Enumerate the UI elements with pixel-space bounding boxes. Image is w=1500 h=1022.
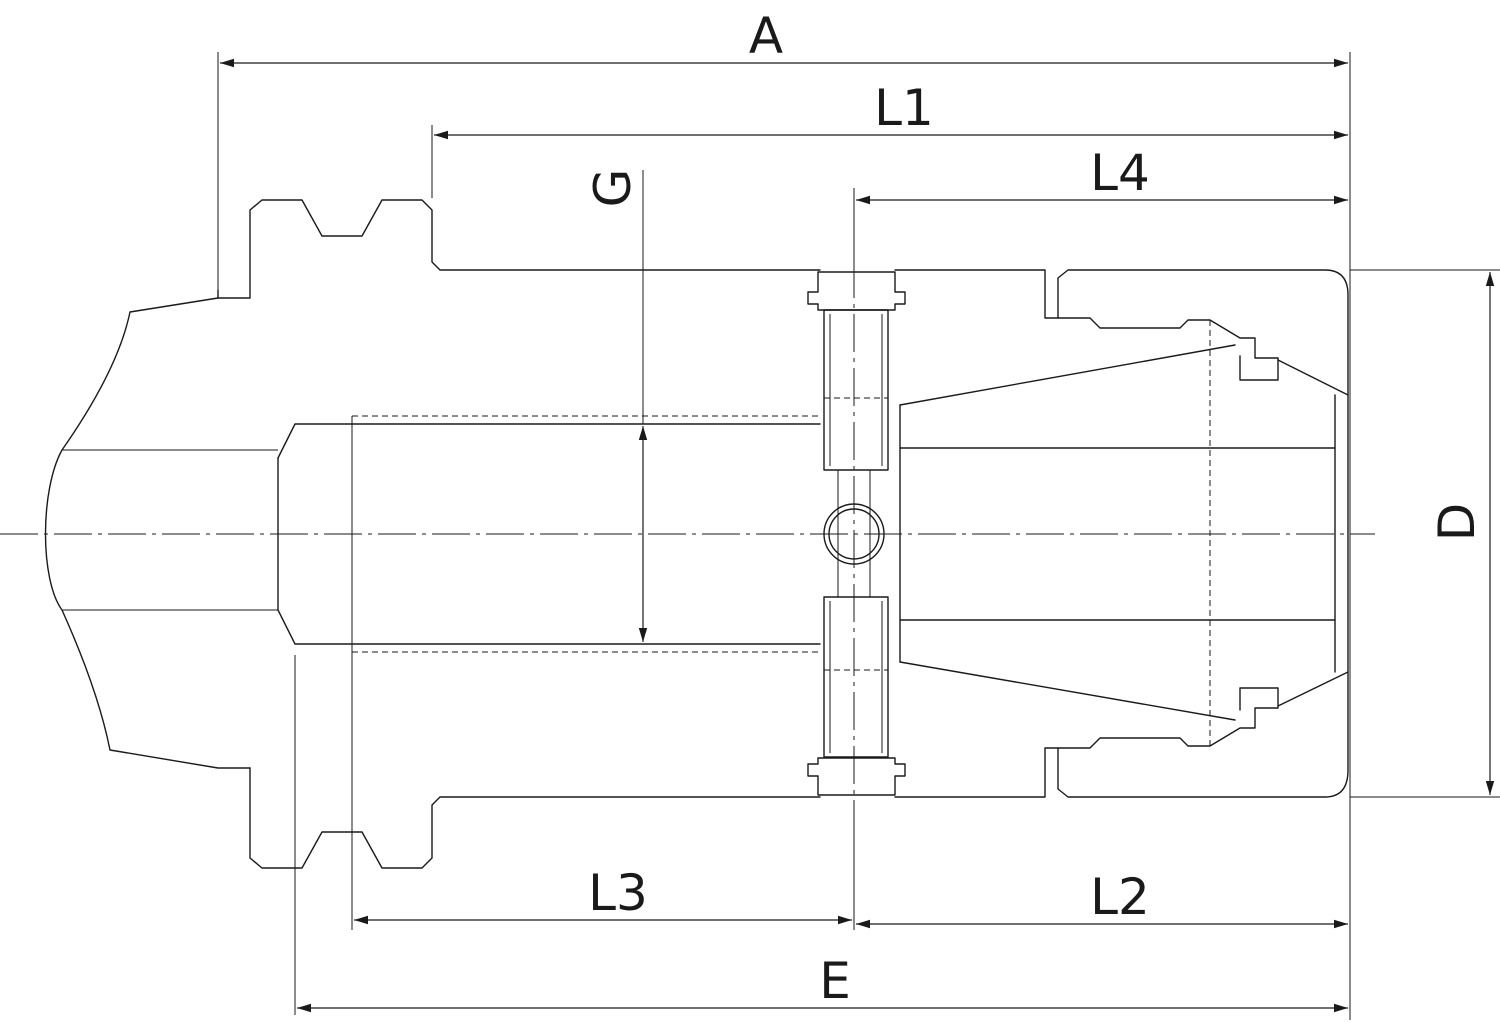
screw-bottom bbox=[807, 596, 906, 796]
holder-body-outline bbox=[44, 199, 1349, 869]
label-L4: L4 bbox=[1090, 144, 1150, 202]
label-G: G bbox=[584, 169, 642, 208]
label-L3: L3 bbox=[588, 864, 648, 922]
label-E: E bbox=[819, 952, 851, 1010]
dimension-lines bbox=[217, 52, 1500, 1020]
label-D: D bbox=[1428, 503, 1486, 542]
label-A: A bbox=[749, 7, 783, 65]
internal-bore bbox=[62, 415, 821, 1015]
screw-top bbox=[807, 271, 906, 471]
label-L2: L2 bbox=[1090, 868, 1150, 926]
label-L1: L1 bbox=[874, 79, 934, 137]
